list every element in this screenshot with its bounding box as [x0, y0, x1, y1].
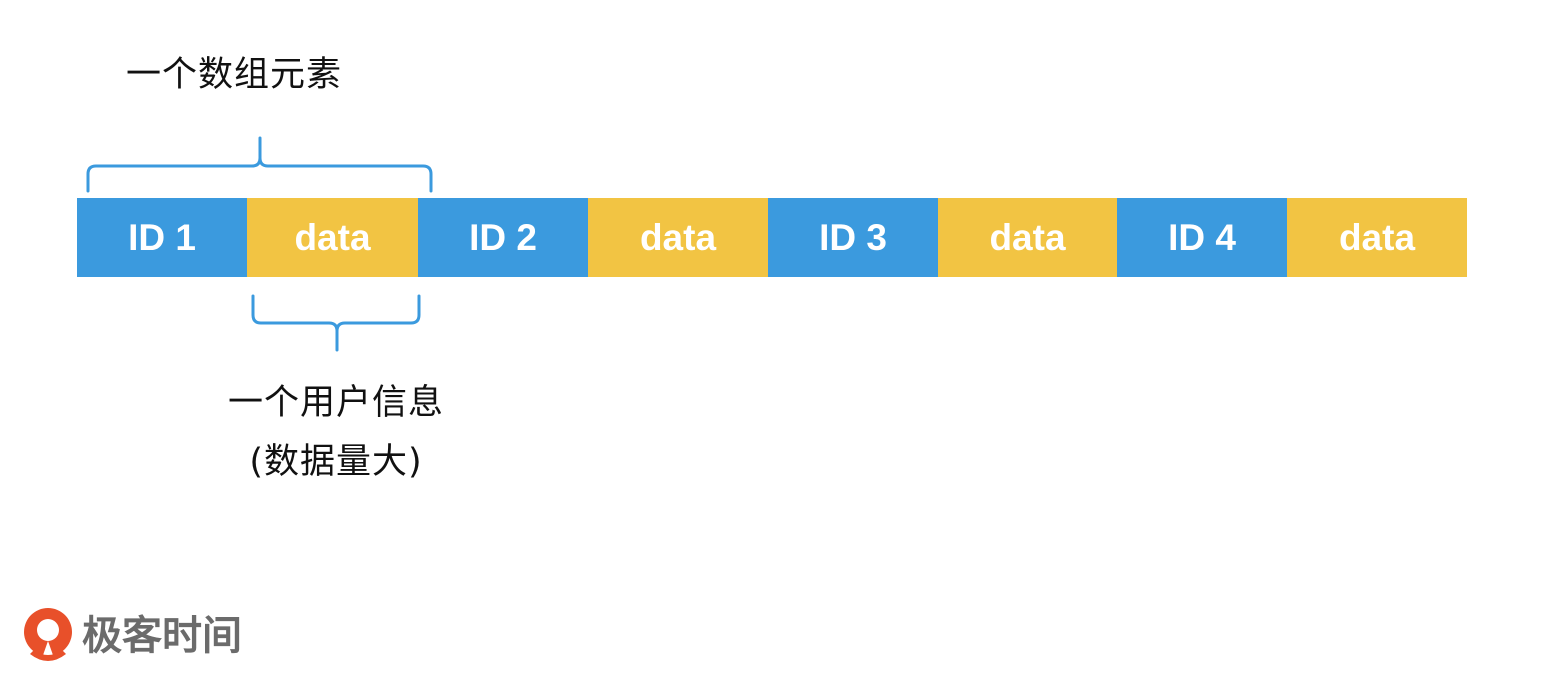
array-element-label: 一个数组元素 [126, 55, 343, 95]
user-info-label: 一个用户信息 (数据量大) [212, 386, 460, 480]
array-cell-label: data [639, 216, 717, 258]
user-info-label-line1: 一个用户信息 [227, 383, 444, 423]
top-brace-path [86, 136, 433, 193]
array-cell-label: ID 4 [1168, 216, 1236, 258]
geektime-logo-icon [22, 606, 74, 666]
user-info-label-line2: (数据量大) [249, 442, 423, 482]
geektime-logo: 极客时间 [22, 606, 242, 666]
array-cell: ID 4 [1117, 198, 1287, 277]
array-cell-label: ID 2 [469, 216, 537, 258]
array-cell: ID 2 [418, 198, 588, 277]
geektime-logo-text: 极客时间 [82, 613, 242, 659]
array-cell-label: data [989, 216, 1066, 258]
array-cell: data [247, 198, 418, 277]
array-cell-label: ID 3 [819, 216, 887, 258]
array-row: ID 1 data ID 2 data ID 3 data ID 4 data [77, 198, 1467, 277]
array-cell: data [1287, 198, 1467, 277]
array-cell-label: data [294, 216, 371, 258]
array-cell: data [588, 198, 768, 277]
array-cell: ID 1 [77, 198, 247, 277]
array-cell-label: data [1338, 216, 1416, 258]
bottom-brace-path [251, 294, 421, 352]
array-cell: ID 3 [768, 198, 938, 277]
array-cell: data [938, 198, 1117, 277]
array-cell-label: ID 1 [128, 216, 196, 258]
